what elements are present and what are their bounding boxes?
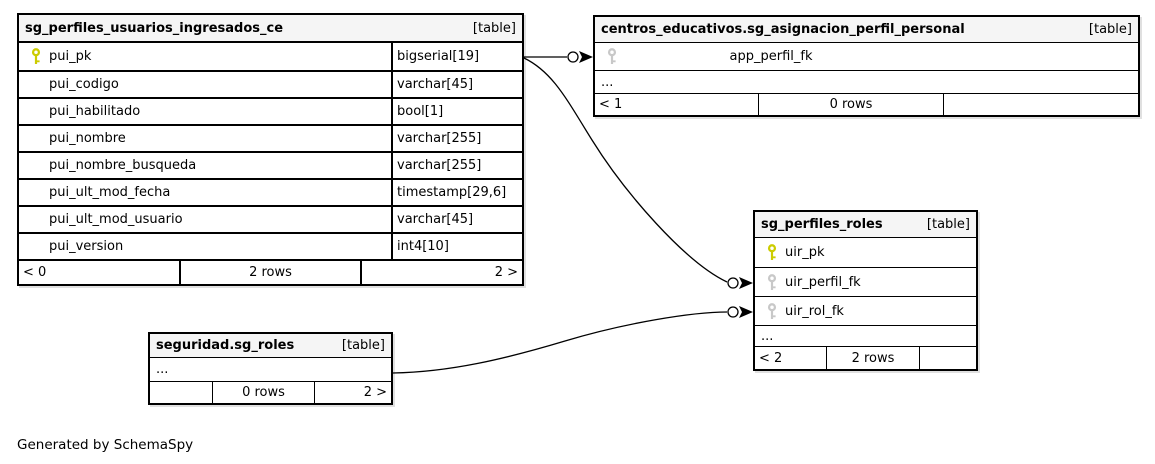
table-type-badge: [table] (472, 20, 516, 36)
column-row: pui_ult_mod_usuario varchar[45] (19, 205, 522, 232)
column-name: pui_ult_mod_fecha (49, 185, 171, 200)
edge-sg-roles-to-uir-rol-fk (392, 311, 728, 374)
column-name: pui_habilitado (49, 104, 141, 119)
edge-zero-circle (727, 277, 739, 289)
table-type-badge: [table] (341, 338, 385, 353)
table-header: seguridad.sg_roles [table] (150, 334, 391, 358)
edge-arrowhead (739, 306, 753, 318)
column-row: pui_nombre_busqueda varchar[255] (19, 151, 522, 178)
column-row: uir_pk (755, 238, 976, 267)
column-type: int4[10] (391, 234, 522, 259)
column-name: uir_pk (785, 245, 825, 260)
table-type-badge: [table] (926, 217, 970, 232)
table-footer: < 1 0 rows (595, 93, 1138, 115)
table-seguridad-sg-roles[interactable]: seguridad.sg_roles [table] ... 0 rows 2 … (148, 332, 393, 405)
column-name: uir_perfil_fk (785, 274, 861, 290)
edge-zero-circle (727, 306, 739, 318)
parent-count: < 1 (599, 97, 623, 112)
more-columns-ellipsis: ... (595, 70, 1138, 93)
foreign-key-icon (595, 48, 625, 65)
column-row: uir_rol_fk (755, 296, 976, 325)
table-footer: 0 rows 2 > (150, 381, 391, 403)
parent-count (150, 382, 212, 403)
table-footer: < 0 2 rows 2 > (19, 259, 522, 284)
table-title[interactable]: sg_perfiles_usuarios_ingresados_ce (25, 20, 284, 36)
column-name: uir_rol_fk (785, 303, 844, 319)
column-row: pui_pk bigserial[19] (19, 43, 522, 70)
primary-key-icon (19, 48, 49, 65)
foreign-key-icon (755, 302, 785, 320)
parent-count: < 0 (23, 265, 47, 280)
table-header: sg_perfiles_usuarios_ingresados_ce [tabl… (19, 15, 522, 43)
column-type: varchar[45] (391, 207, 522, 232)
child-count (919, 347, 976, 369)
column-type: bigserial[19] (391, 43, 522, 70)
edge-arrowhead (739, 277, 753, 289)
child-count: 2 > (360, 261, 522, 284)
child-count: 2 > (314, 382, 391, 403)
table-sg-perfiles-roles[interactable]: sg_perfiles_roles [table] uir_pk uir_per… (753, 210, 978, 371)
column-type: bool[1] (391, 99, 522, 124)
table-header: centros_educativos.sg_asignacion_perfil_… (595, 17, 1138, 43)
table-title[interactable]: centros_educativos.sg_asignacion_perfil_… (601, 22, 965, 37)
column-name: pui_nombre (49, 131, 126, 146)
table-footer: < 2 2 rows (755, 346, 976, 369)
column-name: pui_nombre_busqueda (49, 158, 197, 173)
column-row: app_perfil_fk (595, 43, 1138, 70)
edge-zero-circle (567, 51, 579, 63)
column-name: pui_pk (49, 49, 92, 64)
edge-arrowhead (579, 51, 593, 63)
row-count: 0 rows (212, 382, 314, 403)
table-centros-educativos-sg-asignacion-perfil-personal[interactable]: centros_educativos.sg_asignacion_perfil_… (593, 15, 1140, 117)
generated-by-note: Generated by SchemaSpy (17, 437, 194, 453)
table-title[interactable]: seguridad.sg_roles (156, 338, 295, 353)
column-type: varchar[255] (391, 126, 522, 151)
primary-key-icon (755, 244, 785, 261)
parent-count: < 2 (759, 350, 783, 366)
column-name: pui_ult_mod_usuario (49, 212, 183, 227)
edge-pui-pk-to-uir-perfil-fk (523, 57, 728, 283)
foreign-key-icon (755, 273, 785, 291)
column-row: pui_ult_mod_fecha timestamp[29,6] (19, 178, 522, 205)
column-row: pui_version int4[10] (19, 232, 522, 259)
row-count: 0 rows (758, 94, 943, 115)
column-row: pui_codigo varchar[45] (19, 70, 522, 97)
column-type: timestamp[29,6] (391, 180, 522, 205)
table-sg-perfiles-usuarios-ingresados-ce[interactable]: sg_perfiles_usuarios_ingresados_ce [tabl… (17, 13, 524, 286)
column-name: pui_codigo (49, 77, 119, 92)
column-type: varchar[255] (391, 153, 522, 178)
column-row: uir_perfil_fk (755, 267, 976, 296)
column-name: pui_version (49, 239, 124, 254)
column-row: pui_nombre varchar[255] (19, 124, 522, 151)
more-columns-ellipsis: ... (156, 362, 169, 377)
column-type: varchar[45] (391, 72, 522, 97)
table-title[interactable]: sg_perfiles_roles (761, 217, 883, 232)
row-count: 2 rows (826, 347, 919, 369)
column-name: app_perfil_fk (729, 49, 813, 64)
table-header: sg_perfiles_roles [table] (755, 212, 976, 238)
column-row: pui_habilitado bool[1] (19, 97, 522, 124)
more-columns-ellipsis: ... (755, 325, 976, 346)
child-count (943, 94, 1138, 115)
row-count: 2 rows (179, 261, 360, 284)
table-type-badge: [table] (1088, 22, 1132, 37)
